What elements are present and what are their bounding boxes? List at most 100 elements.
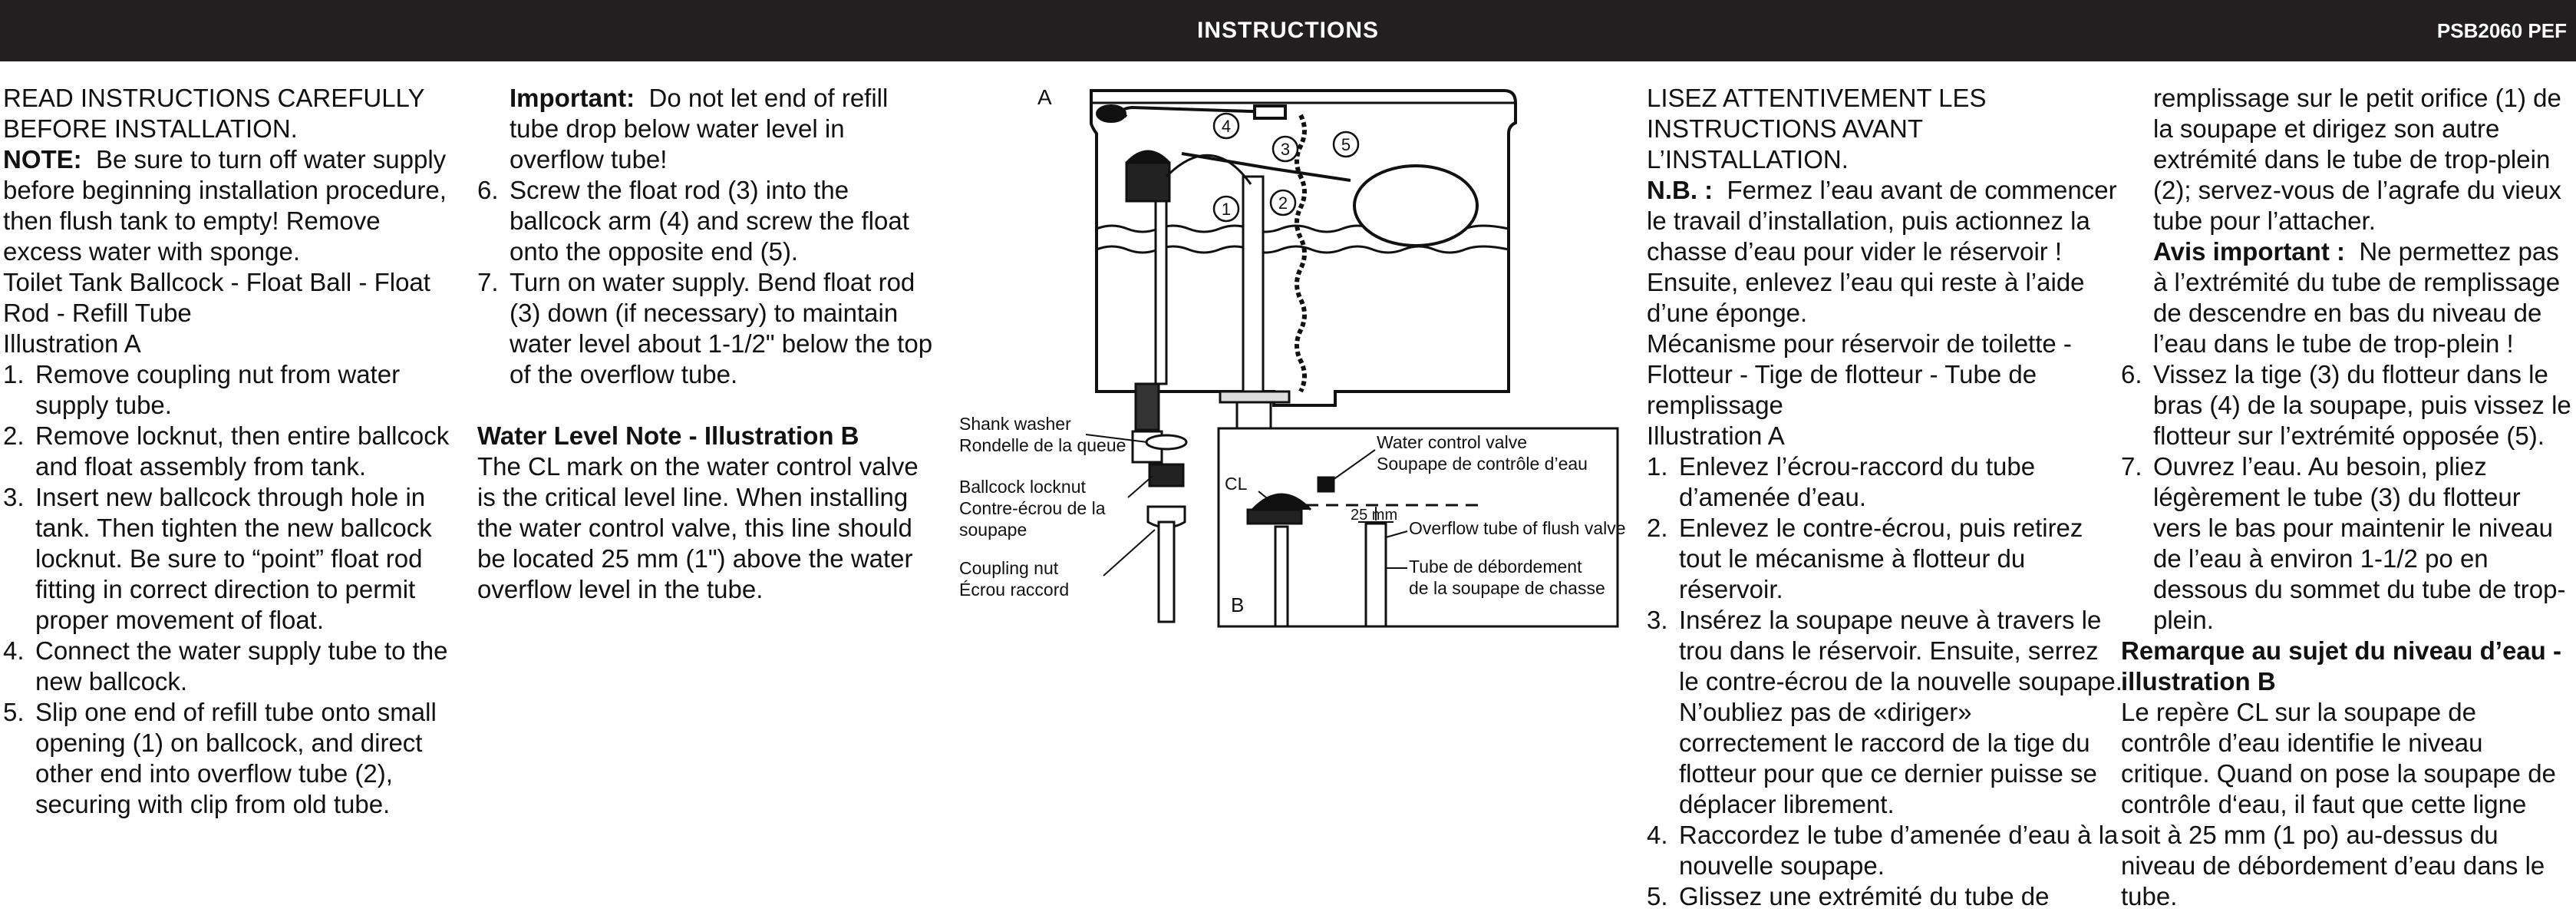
- step-item: 2. Remove locknut, then entire ballcock a…: [3, 421, 463, 482]
- steps-list: 1. Enlevez l’écrou-raccord du tube d’amen…: [1647, 451, 2122, 912]
- step-number: 4.: [3, 636, 25, 665]
- important-paragraph: Avis important : Ne permettez pas à l’ex…: [2121, 236, 2572, 359]
- step-text: Insérez la soupape neuve à travers le tr…: [1679, 606, 2122, 818]
- intro-text: LISEZ ATTENTIVEMENT LES INSTRUCTIONS AVA…: [1647, 84, 1987, 173]
- illustration-a-label: A: [1037, 85, 1052, 109]
- locknut-en: Ballcock locknut: [959, 477, 1087, 497]
- callout-3-text: 3: [1281, 140, 1290, 159]
- coupling-fr: Écrou raccord: [959, 580, 1069, 600]
- toilet-tank-diagram: A 4 3: [959, 85, 1626, 628]
- step-item: 7. Turn on water supply. Bend float rod (…: [477, 267, 938, 390]
- steps-list: 1. Remove coupling nut from water supply …: [3, 359, 463, 820]
- illustration-label: Illustration A: [3, 329, 141, 358]
- step-item: 1. Enlevez l’écrou-raccord du tube d’amen…: [1647, 451, 2122, 513]
- shank-washer-en: Shank washer: [959, 414, 1071, 434]
- step-number: 6.: [477, 176, 499, 204]
- note-paragraph: N.B. : Fermez l’eau avant de commencer l…: [1647, 175, 2122, 329]
- illustration-b-label: B: [1231, 593, 1244, 616]
- callout-circles: 4 3 5 1 2: [1212, 112, 1360, 223]
- step-item: 6. Screw the float rod (3) into the ballc…: [477, 175, 938, 267]
- note-label: N.B. :: [1647, 176, 1713, 204]
- valve-leader: [1327, 449, 1376, 484]
- step-number: 7.: [2121, 452, 2142, 481]
- step-number: 1.: [1647, 452, 1668, 481]
- step-item: 3. Insert new ballcock through hole in ta…: [3, 482, 463, 636]
- step-item: 3.Insérez la soupape neuve à travers le …: [1647, 605, 2122, 820]
- overflow-label-en: Overflow tube of flush valve: [1409, 518, 1626, 538]
- valve-label-en: Water control valve: [1377, 432, 1527, 452]
- ballcock-assembly: [1125, 150, 1171, 464]
- english-column-1: READ INSTRUCTIONS CAREFULLY BEFORE INSTA…: [3, 83, 463, 820]
- step-5-continuation: remplissage sur le petit orifice (1) de …: [2153, 84, 2561, 235]
- callout-5-text: 5: [1341, 135, 1351, 154]
- step-number: 3.: [3, 483, 25, 511]
- important-paragraph: Important: Do not let end of refill tube…: [477, 83, 938, 175]
- step-text: Remove coupling nut from water supply tu…: [35, 360, 401, 419]
- step-number: 5.: [1647, 882, 1668, 910]
- step-number: 4.: [1647, 821, 1668, 849]
- parts-title: Toilet Tank Ballcock - Float Ball - Floa…: [3, 268, 430, 327]
- steps-list: 6.Vissez la tige (3) du flotteur dans le…: [2121, 359, 2572, 636]
- overflow-en-leader: [1385, 530, 1408, 538]
- step-number: 6.: [2121, 360, 2142, 388]
- overflow-tube: [1219, 175, 1291, 431]
- step-text: Screw the float rod (3) into the ballcoc…: [510, 176, 909, 266]
- overflow-label-fr-1: Tube de débordement: [1409, 557, 1582, 577]
- important-label: Important:: [510, 84, 635, 112]
- callout-5: [1332, 131, 1360, 158]
- coupling-en: Coupling nut: [959, 558, 1059, 578]
- callout-4-text: 4: [1222, 117, 1231, 136]
- float-ball: [1353, 164, 1479, 247]
- step-number: 7.: [477, 268, 499, 296]
- step-number: 5.: [3, 698, 25, 726]
- step-text: Enlevez le contre-écrou, puis retirez to…: [1679, 514, 2083, 603]
- step-item: 5. Slip one end of refill tube onto small…: [3, 697, 463, 820]
- shank-washer-fr: Rondelle de la queue: [959, 435, 1126, 455]
- step-item: 1. Remove coupling nut from water supply …: [3, 359, 463, 421]
- illustration-label: Illustration A: [1647, 421, 1785, 450]
- callout-1-text: 1: [1222, 200, 1231, 219]
- cl-label: CL: [1225, 474, 1248, 494]
- mm-label: 25 mm: [1351, 507, 1397, 524]
- callout-2: [1269, 189, 1297, 216]
- note-text: Fermez l’eau avant de commencer le trava…: [1647, 176, 2117, 327]
- product-code: PSB2060 PEF: [2436, 19, 2567, 42]
- tank-outline: [1090, 89, 1517, 407]
- cl-leader: [1258, 491, 1275, 504]
- water-level-title: Water Level Note - Illustration B: [477, 421, 859, 450]
- step-text: Turn on water supply. Bend float rod (3)…: [510, 268, 933, 388]
- locknut-fr-1: Contre-écrou de la: [959, 498, 1106, 518]
- callout-2-text: 2: [1278, 193, 1288, 213]
- step-item: 6.Vissez la tige (3) du flotteur dans le…: [2121, 359, 2572, 451]
- step-text: Ouvrez l’eau. Au besoin, pliez légèremen…: [2153, 452, 2566, 634]
- step-item: 5.Glissez une extrémité du tube de: [1647, 881, 2122, 912]
- important-text: Ne permettez pas à l’extrémité du tube d…: [2153, 237, 2561, 358]
- step-text: Slip one end of refill tube onto small o…: [35, 698, 437, 818]
- important-text: Do not let end of refill tube drop below…: [510, 84, 889, 173]
- french-column-1: LISEZ ATTENTIVEMENT LES INSTRUCTIONS AVA…: [1647, 83, 2122, 912]
- step-text: Insert new ballcock through hole in tank…: [35, 483, 432, 634]
- refill-tube: [1165, 154, 1252, 185]
- step-text: Enlevez l’écrou-raccord du tube d’amenée…: [1679, 452, 2036, 511]
- locknut-fr-2: soupape: [959, 520, 1027, 540]
- step-number: 1.: [3, 360, 25, 388]
- step-item: 4.Raccordez le tube d’amenée d’eau à la …: [1647, 820, 2122, 881]
- english-column-2: Important: Do not let end of refill tube…: [477, 83, 938, 605]
- header-title: INSTRUCTIONS: [1197, 18, 1379, 43]
- overflow-label-fr-2: de la soupape de chasse: [1409, 578, 1605, 598]
- step-item: 7. Ouvrez l’eau. Au besoin, pliez légèrem…: [2121, 451, 2572, 636]
- valve-label-fr: Soupape de contrôle d’eau: [1377, 454, 1588, 474]
- callout-1: [1212, 195, 1240, 223]
- step-item: 2.Enlevez le contre-écrou, puis retirez …: [1647, 513, 2122, 605]
- exploded-leaders: [1085, 434, 1156, 577]
- note-text: Be sure to turn off water supply before …: [3, 145, 447, 266]
- parts-title: Mécanisme pour réservoir de toilette - F…: [1647, 329, 2072, 419]
- step-number: 2.: [3, 421, 25, 450]
- step-item: 4. Connect the water supply tube to the n…: [3, 636, 463, 697]
- step-text: Connect the water supply tube to the new…: [35, 636, 448, 696]
- important-label: Avis important :: [2153, 237, 2345, 266]
- callout-4: [1212, 112, 1240, 140]
- step-text: Remove locknut, then entire ballcock and…: [35, 421, 450, 481]
- note-paragraph: NOTE: Be sure to turn off water supply b…: [3, 144, 463, 267]
- water-level-text: The CL mark on the water control valve i…: [477, 452, 919, 603]
